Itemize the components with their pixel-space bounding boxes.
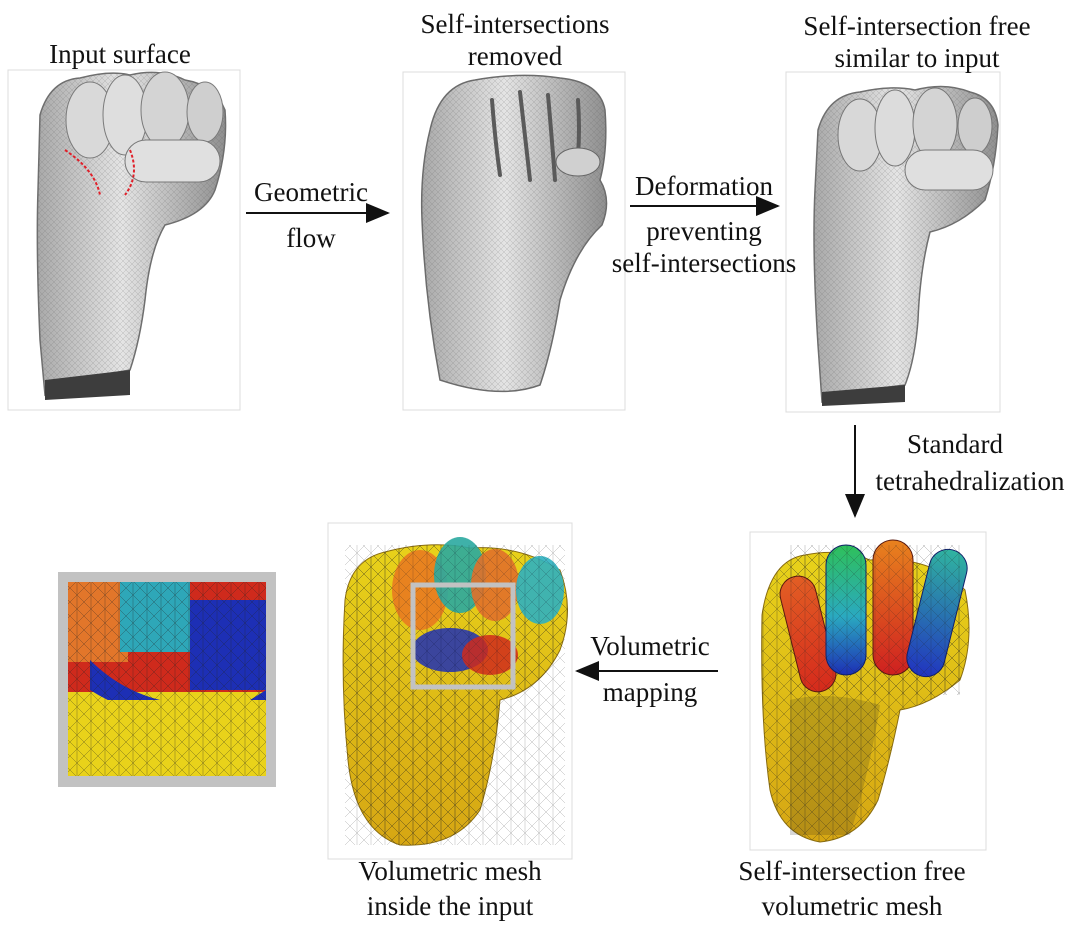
label-deform-3: self-intersections (594, 247, 814, 279)
label-flow-1: Geometric (236, 176, 386, 208)
fist-volumetric-mapped (343, 537, 567, 845)
label-tet-1: Standard (880, 428, 1030, 460)
label-vmesh-1: Volumetric mesh (315, 855, 585, 887)
label-deform-1: Deformation (604, 170, 804, 202)
label-freevol-1: Self-intersection free (712, 855, 992, 887)
zoom-inset (58, 572, 276, 787)
label-deform-2: preventing (604, 215, 804, 247)
label-freevol-2: volumetric mesh (712, 890, 992, 922)
label-input-surface: Input surface (10, 38, 230, 70)
label-removed-2: removed (395, 40, 635, 72)
label-flow-2: flow (236, 222, 386, 254)
label-vmesh-2: inside the input (315, 890, 585, 922)
label-free-1: Self-intersection free (772, 10, 1062, 42)
label-tet-2: tetrahedralization (860, 465, 1080, 497)
label-removed-1: Self-intersections (395, 8, 635, 40)
label-vmap-1: Volumetric (570, 630, 730, 662)
label-vmap-2: mapping (570, 676, 730, 708)
label-free-2: similar to input (772, 42, 1062, 74)
